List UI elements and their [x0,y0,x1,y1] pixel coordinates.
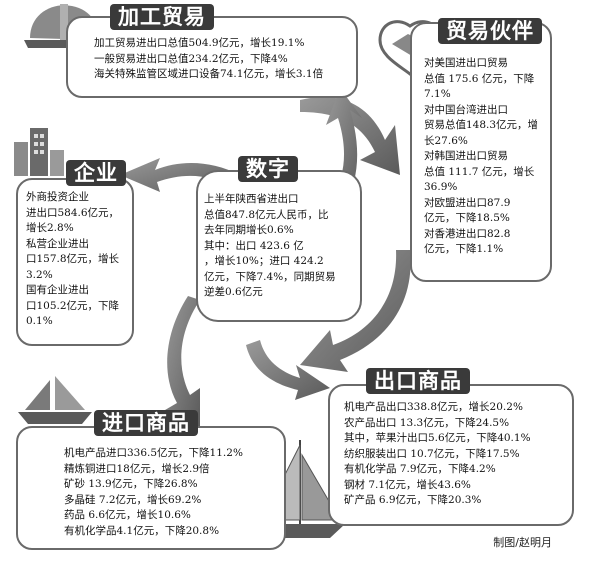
partners-text: 对美国进出口贸易 总值 175.6 亿元，下降 7.1% 对中国台湾进出口 贸易… [424,57,539,255]
processing-title: 加工贸易 [110,4,214,30]
arrow-left [120,158,240,192]
arrow-bottom-right [246,340,330,400]
arrow-bottom-left [165,296,200,430]
partners-title: 贸易伙伴 [438,18,542,44]
processing-text: 加工贸易进出口总值504.9亿元，增长19.1% 一般贸易进出口总值234.2亿… [94,37,324,80]
enterprise-text: 外商投资企业 进出口584.6亿元， 增长2.8% 私营企业进出 口157.8亿… [26,191,120,327]
enterprise-title: 企业 [66,160,126,186]
exports-panel [328,384,574,526]
enterprise-panel [16,178,134,346]
imports-title: 进口商品 [94,410,198,436]
center-text: 上半年陕西省进出口 总值847.8亿元人民币，比 去年同期增长0.6% 其中：出… [204,193,336,298]
imports-text: 机电产品进口336.5亿元，下降11.2% 精炼铜进口18亿元，增长2.9倍 矿… [64,447,243,537]
partners-panel [410,22,552,282]
imports-panel [16,426,286,550]
buildings-icon [14,128,64,176]
arrow-top-right [300,96,400,175]
arrow-right [300,250,411,372]
exports-title: 出口商品 [366,368,470,394]
credit: 制图/赵明月 [493,536,552,549]
sailboat-icon-left [18,376,92,424]
exports-text: 机电产品出口338.8亿元，增长20.2% 农产品出口 13.3亿元，下降24.… [344,401,531,506]
center-title: 数字 [238,156,298,182]
